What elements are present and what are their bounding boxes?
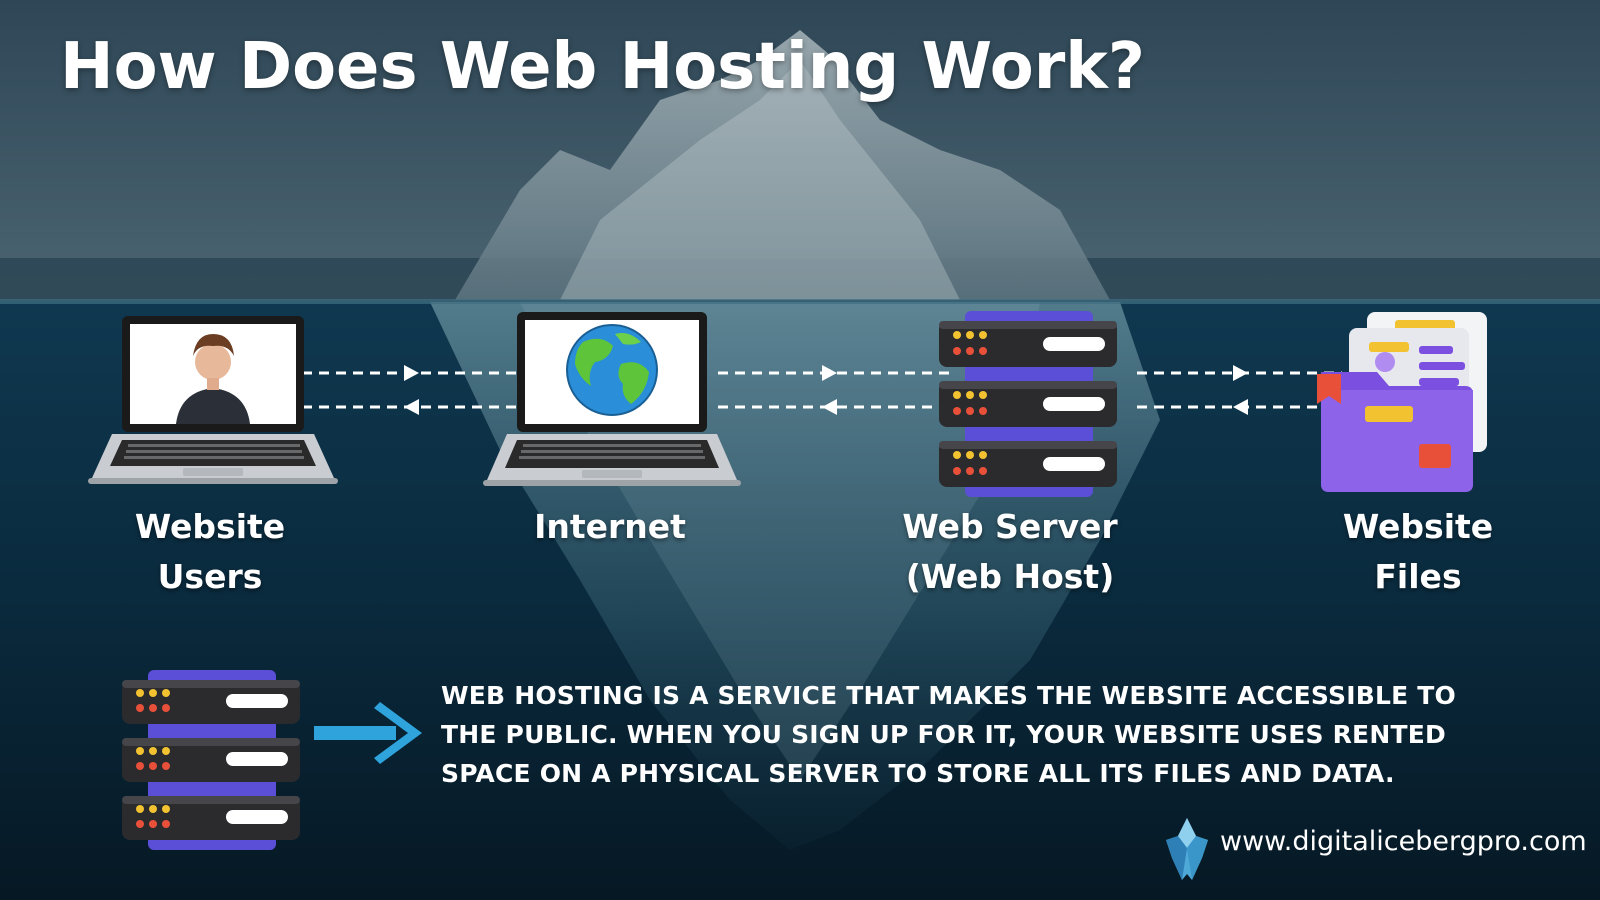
arrowhead-left	[404, 399, 419, 415]
arrowhead-left	[1233, 399, 1248, 415]
arrowhead-right	[822, 365, 837, 381]
node-label-website-users: Website Users	[134, 507, 286, 596]
laptop-user-icon	[88, 316, 338, 484]
arrowhead-right	[404, 365, 419, 381]
hosting-description: Web hosting is a service that makes the …	[441, 681, 1456, 788]
server-stack-small-icon	[122, 670, 300, 850]
page-title: How Does Web Hosting Work?	[60, 30, 1145, 104]
arrowhead-left	[822, 399, 837, 415]
node-label-website-files: Website Files	[1342, 507, 1494, 596]
arrow-right-icon	[314, 702, 422, 764]
server-stack-icon	[939, 311, 1117, 497]
arrowhead-right	[1233, 365, 1248, 381]
iceberg-logo-icon	[1166, 818, 1208, 880]
node-label-internet: Internet	[534, 507, 686, 546]
website-url[interactable]: www.digitalicebergpro.com	[1220, 826, 1587, 857]
laptop-globe-icon	[483, 312, 741, 486]
node-label-web-server: Web Server (Web Host)	[902, 507, 1118, 596]
folder-files-icon	[1317, 312, 1487, 492]
